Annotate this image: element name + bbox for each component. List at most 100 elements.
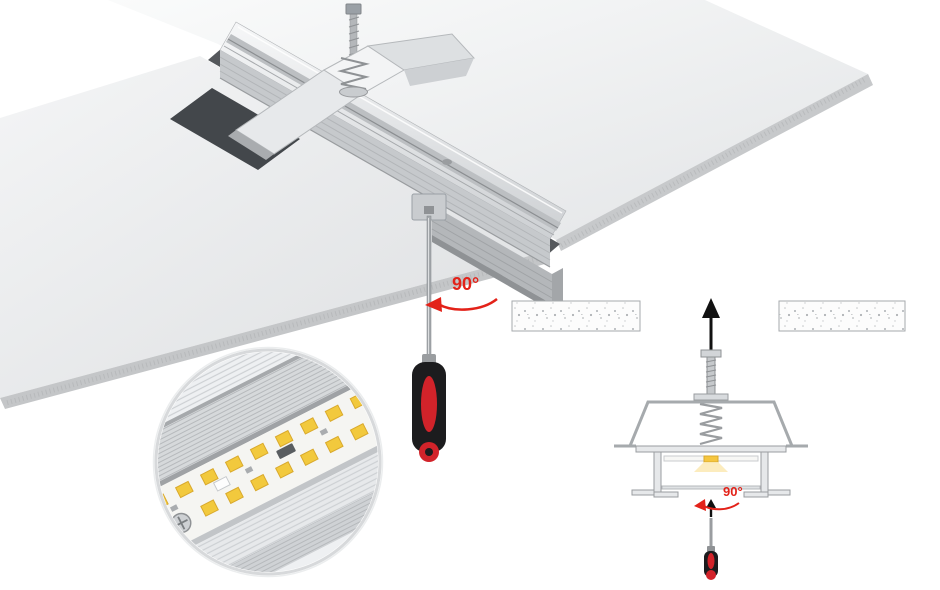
stud-thread [705, 364, 717, 368]
smd-component [169, 504, 179, 512]
led-chip [274, 429, 294, 448]
smd-component [319, 428, 329, 436]
handle-red-inlay [421, 376, 437, 432]
profile-lip-right [743, 491, 769, 498]
panel-lower-surface [0, 56, 540, 398]
stud-thread [705, 374, 717, 378]
inset-groove [158, 352, 378, 469]
under-body-flange [432, 235, 552, 311]
profile-lip-left [653, 491, 679, 498]
rail-highlight [237, 26, 563, 214]
led-light-cone [694, 462, 728, 472]
screw-thread [348, 23, 360, 28]
smd-component [244, 466, 254, 474]
handle-cap-center [425, 448, 433, 456]
spring-clip [228, 3, 475, 160]
screw-thread [348, 16, 360, 21]
led-chip [324, 404, 344, 422]
stud-thread [705, 359, 717, 363]
ceiling-section-left [511, 300, 641, 332]
led-chip [200, 499, 219, 517]
stud-thread [705, 384, 717, 388]
detail-screwdriver-shaft [709, 518, 713, 548]
led-chip [299, 417, 319, 435]
smd-ic [276, 443, 296, 459]
stud-washer [693, 393, 729, 401]
detail-up-arrow-head [706, 499, 716, 508]
detail-screwdriver [704, 518, 718, 580]
clip-wing-right-fold [404, 58, 474, 86]
rotation-annotation-main: 90° [425, 274, 498, 312]
panel-honeycomb-texture [558, 77, 866, 249]
under-body-rib [431, 220, 553, 291]
led-chip [225, 486, 244, 505]
under-body-rib [431, 228, 553, 299]
up-arrow-icon [702, 298, 720, 352]
profile-wall-right [760, 451, 769, 497]
rotation-arrow-icon [437, 297, 498, 311]
clip-spring-coil [337, 57, 370, 90]
screwdriver [411, 193, 447, 462]
led-row-a [126, 379, 378, 523]
panel-lower-edge-thickness [0, 253, 545, 409]
pcb-screw-slot [177, 516, 186, 530]
led-chip [374, 410, 378, 428]
led-chip [324, 435, 344, 454]
screwdriver-ferrule [422, 354, 436, 364]
led-chip [250, 473, 269, 492]
magnifier-ring-outer [152, 346, 384, 578]
rail-side-rib [219, 56, 551, 247]
rotation-arrowhead [425, 297, 442, 312]
rail-center-slot [227, 38, 559, 229]
clip-cross-section [614, 400, 808, 448]
rail-side-rib [219, 63, 551, 254]
diffuser-section [661, 485, 761, 490]
rotation-90-detail-label: 90° [723, 484, 743, 499]
under-body-rib [431, 212, 553, 283]
led-chip [199, 468, 219, 486]
stud-nut [700, 349, 722, 358]
clip-washer [339, 86, 368, 98]
led-cross-section [703, 455, 719, 463]
screwdriver-bit-socket [424, 206, 434, 214]
stud-thread [705, 379, 717, 383]
led-chip [224, 455, 244, 473]
profile-wing-right [767, 489, 791, 496]
profile-cross-section [631, 445, 791, 498]
up-arrow-head [702, 298, 720, 318]
stud-thread [705, 369, 717, 373]
under-body-endcap [552, 268, 563, 311]
screw-head [345, 3, 362, 15]
threaded-stud [693, 349, 729, 401]
led-chip [299, 448, 319, 466]
cross-section-diagram: 90° [511, 298, 906, 580]
led-chip [174, 480, 194, 499]
detail-handle-red-cap [706, 570, 716, 580]
profile-under-body [431, 205, 563, 311]
rotation-annotation-detail: 90° [694, 484, 743, 511]
rail-groove-line [223, 45, 555, 236]
detail-screwdriver-ferrule [707, 546, 715, 552]
led-chip [374, 379, 378, 397]
inset-groove-2 [158, 355, 378, 515]
led-chip [126, 507, 143, 523]
clip-wing-left-fold [228, 130, 274, 160]
profile-wing-left [631, 489, 655, 496]
inset-rail-top-ribs [158, 352, 378, 466]
led-chip [249, 442, 269, 461]
rotation-90-label: 90° [452, 274, 479, 294]
detail-handle-red-inlay [707, 553, 715, 569]
rail-screw-hole [442, 159, 452, 165]
led-chip [274, 461, 294, 479]
inset-lower-rib-lines [158, 450, 378, 572]
screw-thread [348, 37, 360, 42]
rail-side-rib [219, 70, 551, 261]
screw-thread [348, 30, 360, 35]
screw-thread [348, 44, 360, 49]
clip-hat-outline [628, 400, 794, 447]
magnifier-ring [154, 348, 382, 576]
profile-top-flange [635, 445, 787, 453]
panel-upper-edge-thickness [556, 74, 873, 251]
